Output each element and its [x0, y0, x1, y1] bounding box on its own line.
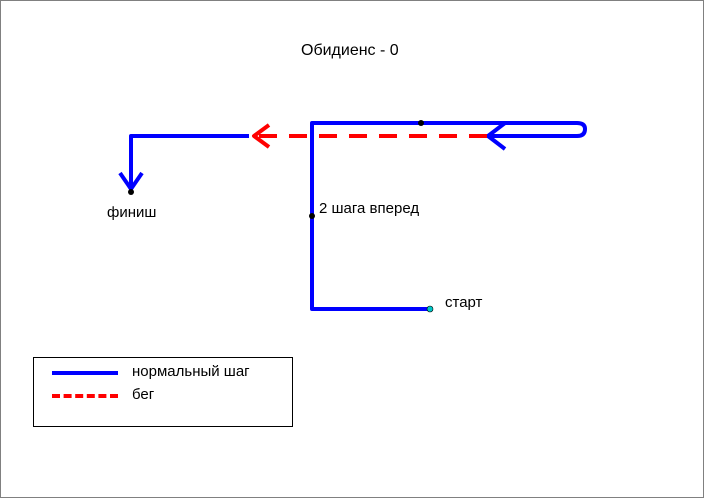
turn-point	[418, 120, 424, 126]
diagram-title: Обидиенс - 0	[301, 42, 399, 59]
start-point	[426, 305, 434, 313]
legend-run-label: бег	[132, 386, 155, 403]
two-steps-label: 2 шага вперед	[319, 200, 420, 217]
run-arrowhead	[252, 123, 271, 149]
finish-point	[128, 189, 134, 195]
normal-walk-finish-path	[129, 134, 249, 191]
legend: нормальный шаг бег	[33, 357, 293, 427]
legend-normal-label: нормальный шаг	[132, 363, 250, 380]
start-label: старт	[445, 294, 483, 311]
finish-label: финиш	[107, 204, 157, 221]
legend-normal-swatch	[52, 371, 118, 375]
normal-arrowhead-right	[486, 121, 507, 151]
two-steps-point	[309, 213, 315, 219]
normal-walk-path	[310, 121, 587, 311]
legend-run-swatch	[52, 394, 118, 398]
